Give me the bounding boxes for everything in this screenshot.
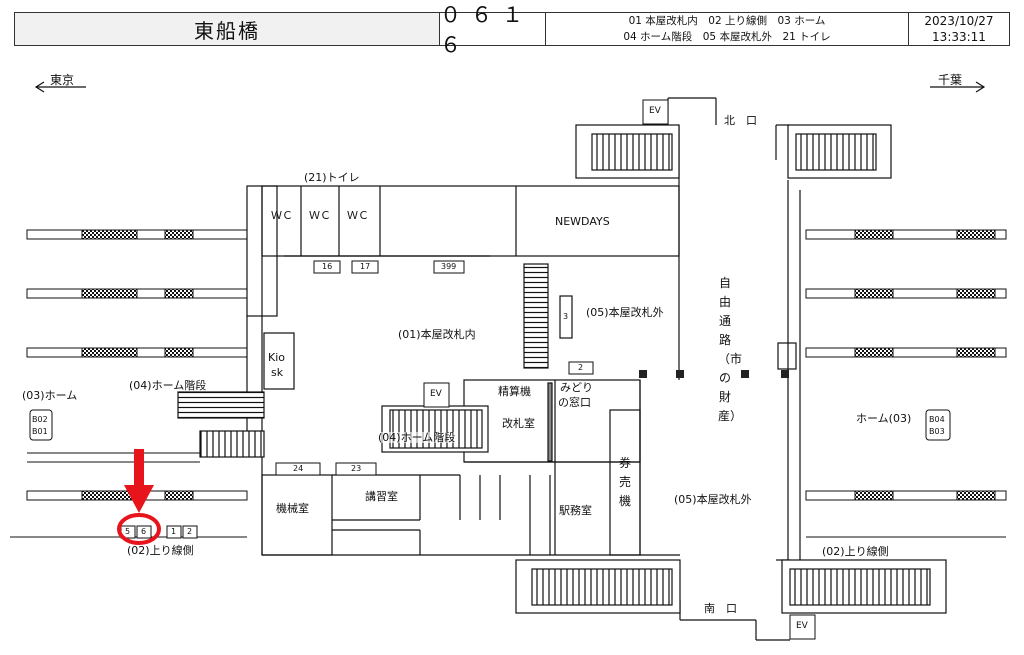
south-exit-label: 南 口 bbox=[704, 602, 737, 615]
machine-room-label: 機械室 bbox=[276, 502, 309, 515]
staircases bbox=[177, 124, 947, 614]
up-line-left-label: (02)上り線側 bbox=[127, 544, 194, 557]
code-b03: B03 bbox=[929, 427, 945, 436]
wc-label-1: ＷＣ bbox=[271, 209, 293, 222]
midori-label-2: の窓口 bbox=[558, 396, 591, 409]
fare-adjust-label: 精算機 bbox=[498, 385, 531, 398]
time: 13:33:11 bbox=[932, 30, 986, 44]
code-5: 5 bbox=[125, 527, 131, 536]
direction-arrows bbox=[34, 81, 986, 93]
concourse-inside-label: (01)本屋改札内 bbox=[398, 328, 476, 341]
timestamp: 2023/10/27 13:33:11 bbox=[909, 13, 1009, 45]
code-boxes bbox=[29, 260, 951, 539]
toilet-label: (21)トイレ bbox=[304, 171, 360, 184]
code-24: 24 bbox=[293, 464, 304, 473]
code-399: 399 bbox=[441, 262, 457, 271]
code-6: 6 bbox=[141, 527, 147, 536]
ev-center-label: EV bbox=[430, 389, 442, 399]
code-1: 1 bbox=[171, 527, 177, 536]
code-b02: B02 bbox=[32, 415, 48, 424]
code-17: 17 bbox=[360, 262, 371, 271]
outside-upper-label: (05)本屋改札外 bbox=[586, 306, 664, 319]
gate-room-label: 改札室 bbox=[502, 417, 535, 430]
platform-right-label: ホーム(03) bbox=[856, 412, 912, 425]
up-line-right-label: (02)上り線側 bbox=[822, 545, 889, 558]
wc-label-3: ＷＣ bbox=[347, 209, 369, 222]
pillars bbox=[639, 370, 789, 378]
home-stairs-upper-label: (04)ホーム階段 bbox=[129, 379, 207, 392]
date: 2023/10/27 bbox=[924, 14, 994, 28]
code-23: 23 bbox=[351, 464, 362, 473]
home-stairs-lower-label: (04)ホーム階段 bbox=[378, 431, 456, 444]
free-passage-label: 自由通路（市の財産） bbox=[718, 276, 743, 423]
wc-label-2: ＷＣ bbox=[309, 209, 331, 222]
kiosk-label-1: Kio bbox=[268, 351, 285, 364]
midori-label-1: みどり bbox=[560, 381, 593, 394]
direction-west-label: 東京 bbox=[50, 73, 75, 87]
ticket-machine-label: 券売機 bbox=[618, 456, 631, 508]
training-room-label: 講習室 bbox=[365, 490, 398, 503]
direction-east-label: 千葉 bbox=[938, 73, 963, 87]
code-b01: B01 bbox=[32, 427, 48, 436]
station-name: 東船橋 bbox=[15, 13, 440, 45]
station-office-label: 駅務室 bbox=[559, 504, 592, 517]
legend-line-2: 04 ホーム階段 05 本屋改札外 21 トイレ bbox=[623, 31, 831, 43]
code-b04: B04 bbox=[929, 415, 945, 424]
code-16: 16 bbox=[322, 262, 333, 271]
newdays-label: NEWDAYS bbox=[555, 215, 610, 228]
elevators bbox=[423, 99, 816, 640]
ev-south-label: EV bbox=[796, 621, 808, 631]
legend-line-1: 01 本屋改札内 02 上り線側 03 ホーム bbox=[628, 15, 826, 27]
kiosk-label-2: sk bbox=[271, 366, 284, 379]
north-exit-label: 北 口 bbox=[724, 114, 757, 127]
platform-left-label: (03)ホーム bbox=[22, 389, 78, 402]
code-2-gate: 2 bbox=[578, 363, 584, 372]
ev-north-label: EV bbox=[649, 106, 661, 116]
platform-tracks-right bbox=[805, 229, 1007, 538]
code-2-platform: 2 bbox=[187, 527, 193, 536]
area-legend: 01 本屋改札内 02 上り線側 03 ホーム 04 ホーム階段 05 本屋改札… bbox=[546, 13, 909, 45]
target-marker bbox=[117, 449, 161, 545]
outside-lower-label: (05)本屋改札外 bbox=[674, 493, 752, 506]
station-building bbox=[246, 185, 680, 556]
code-3: 3 bbox=[563, 312, 569, 321]
